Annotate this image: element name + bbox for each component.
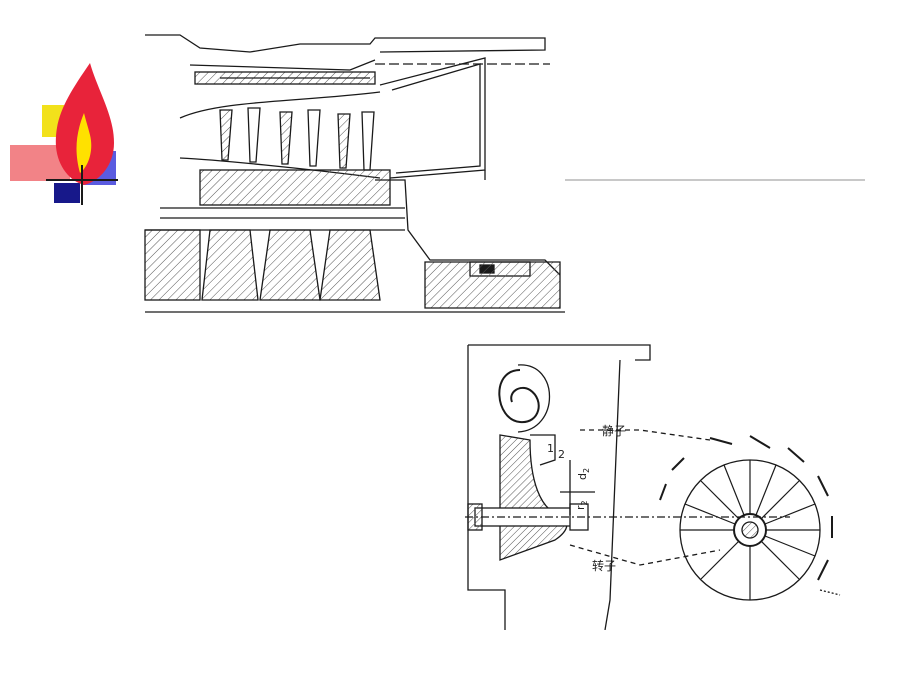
stator-vanes	[659, 435, 833, 581]
station-2-label: 2	[558, 448, 565, 461]
rotor-blade-1	[247, 107, 261, 163]
stator-blade-1	[219, 109, 233, 161]
front-base	[144, 229, 201, 301]
rotor-blade-2	[307, 109, 321, 167]
stator-leader	[580, 429, 711, 441]
stator-blade-3	[337, 113, 351, 169]
flame-logo-icon	[10, 63, 118, 205]
stator-label: 静子	[602, 424, 626, 438]
volute	[498, 369, 540, 424]
rear-disc	[424, 261, 561, 309]
rotor-blade-3	[361, 111, 375, 171]
rotor-label: 转子	[592, 558, 616, 573]
exhaust-cone	[379, 57, 486, 179]
disc-2	[259, 229, 321, 301]
flow-path-upper	[179, 91, 381, 119]
rotor-leader	[569, 544, 721, 566]
casing-inner-line	[189, 59, 376, 71]
seal-housing	[375, 179, 561, 276]
rotor-hub	[741, 521, 759, 539]
stator-blade-2	[279, 111, 293, 165]
axial-turbine-section-drawing	[144, 34, 565, 313]
dim-d-label: d2	[576, 468, 591, 480]
casing-flange	[468, 344, 651, 361]
rotor-blades	[680, 460, 820, 600]
impeller-hub	[499, 434, 568, 561]
dim-r-label: r2	[574, 500, 589, 510]
logo-flame-inner	[76, 113, 92, 173]
radial-turbine-drawing: 静子 转子 1 2 d2 r2	[465, 344, 841, 630]
logo-navy-block	[54, 183, 80, 203]
disc-band	[199, 169, 391, 206]
station-1-label: 1	[547, 442, 554, 455]
disc-1	[201, 229, 259, 301]
disc-3	[319, 229, 381, 301]
nozzle-passage	[530, 434, 556, 466]
outer-casing-right	[604, 359, 621, 630]
casing-top	[145, 34, 546, 53]
casing-left-wall	[467, 345, 506, 630]
separator-line	[565, 179, 865, 181]
